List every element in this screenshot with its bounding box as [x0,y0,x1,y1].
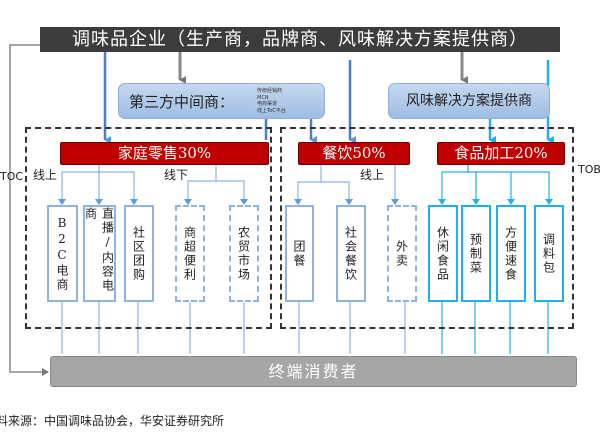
channel-group-meals: 团餐 [285,205,314,302]
channel-community-group-buy: 社区团购 [124,205,154,302]
channel-supermarket: 商超便利 [175,205,205,302]
channel-livestream-ecommerce: 直播/内容电商 [83,205,116,302]
channel-takeaway: 外卖 [387,205,417,302]
channel-b2c-ecommerce: B2C电商 [47,205,78,302]
channel-prepared-dishes: 预制菜 [461,205,491,302]
third-party-items: 传统经销商 MCN 电商渠道 线上ToC平台 [257,88,286,114]
intermediary-item: 传统经销商 [257,88,283,94]
intermediary-item: MCN [257,94,269,101]
tob-group-box [280,127,574,329]
online-label: 线上 [33,168,58,182]
segment-catering: 餐饮50% [298,142,410,165]
segment-home-retail: 家庭零售30% [60,142,269,165]
channel-snack-food: 休闲食品 [428,205,458,302]
flavor-solution-provider-box: 风味解决方案提供商 [388,83,550,119]
channel-seasoning-pack: 调料包 [534,205,564,302]
segment-food-processing: 食品加工20% [437,142,565,165]
intermediary-item: 线上ToC平台 [257,107,286,114]
channel-instant-food: 方便速食 [496,205,526,302]
intermediary-item: 电商渠道 [257,101,278,107]
channel-farmers-market: 农贸市场 [229,205,259,302]
source-note: 料来源：中国调味品协会，华安证券研究所 [0,414,225,428]
toc-group-box [25,127,272,329]
channel-social-catering: 社会餐饮 [336,205,366,302]
offline-label: 线下 [164,168,189,182]
third-party-label: 第三方中间商： [129,93,235,111]
third-party-intermediary-box: 第三方中间商： 传统经销商 MCN 电商渠道 线上ToC平台 [118,83,325,119]
tob-label: TOB [578,163,601,176]
toc-label: TOC [0,170,24,183]
seasoning-enterprise-banner: 调味品企业（生产商，品牌商、风味解决方案提供商） [40,27,560,52]
catering-online-label: 线上 [360,168,385,182]
end-consumer-box: 终端消费者 [50,356,577,387]
